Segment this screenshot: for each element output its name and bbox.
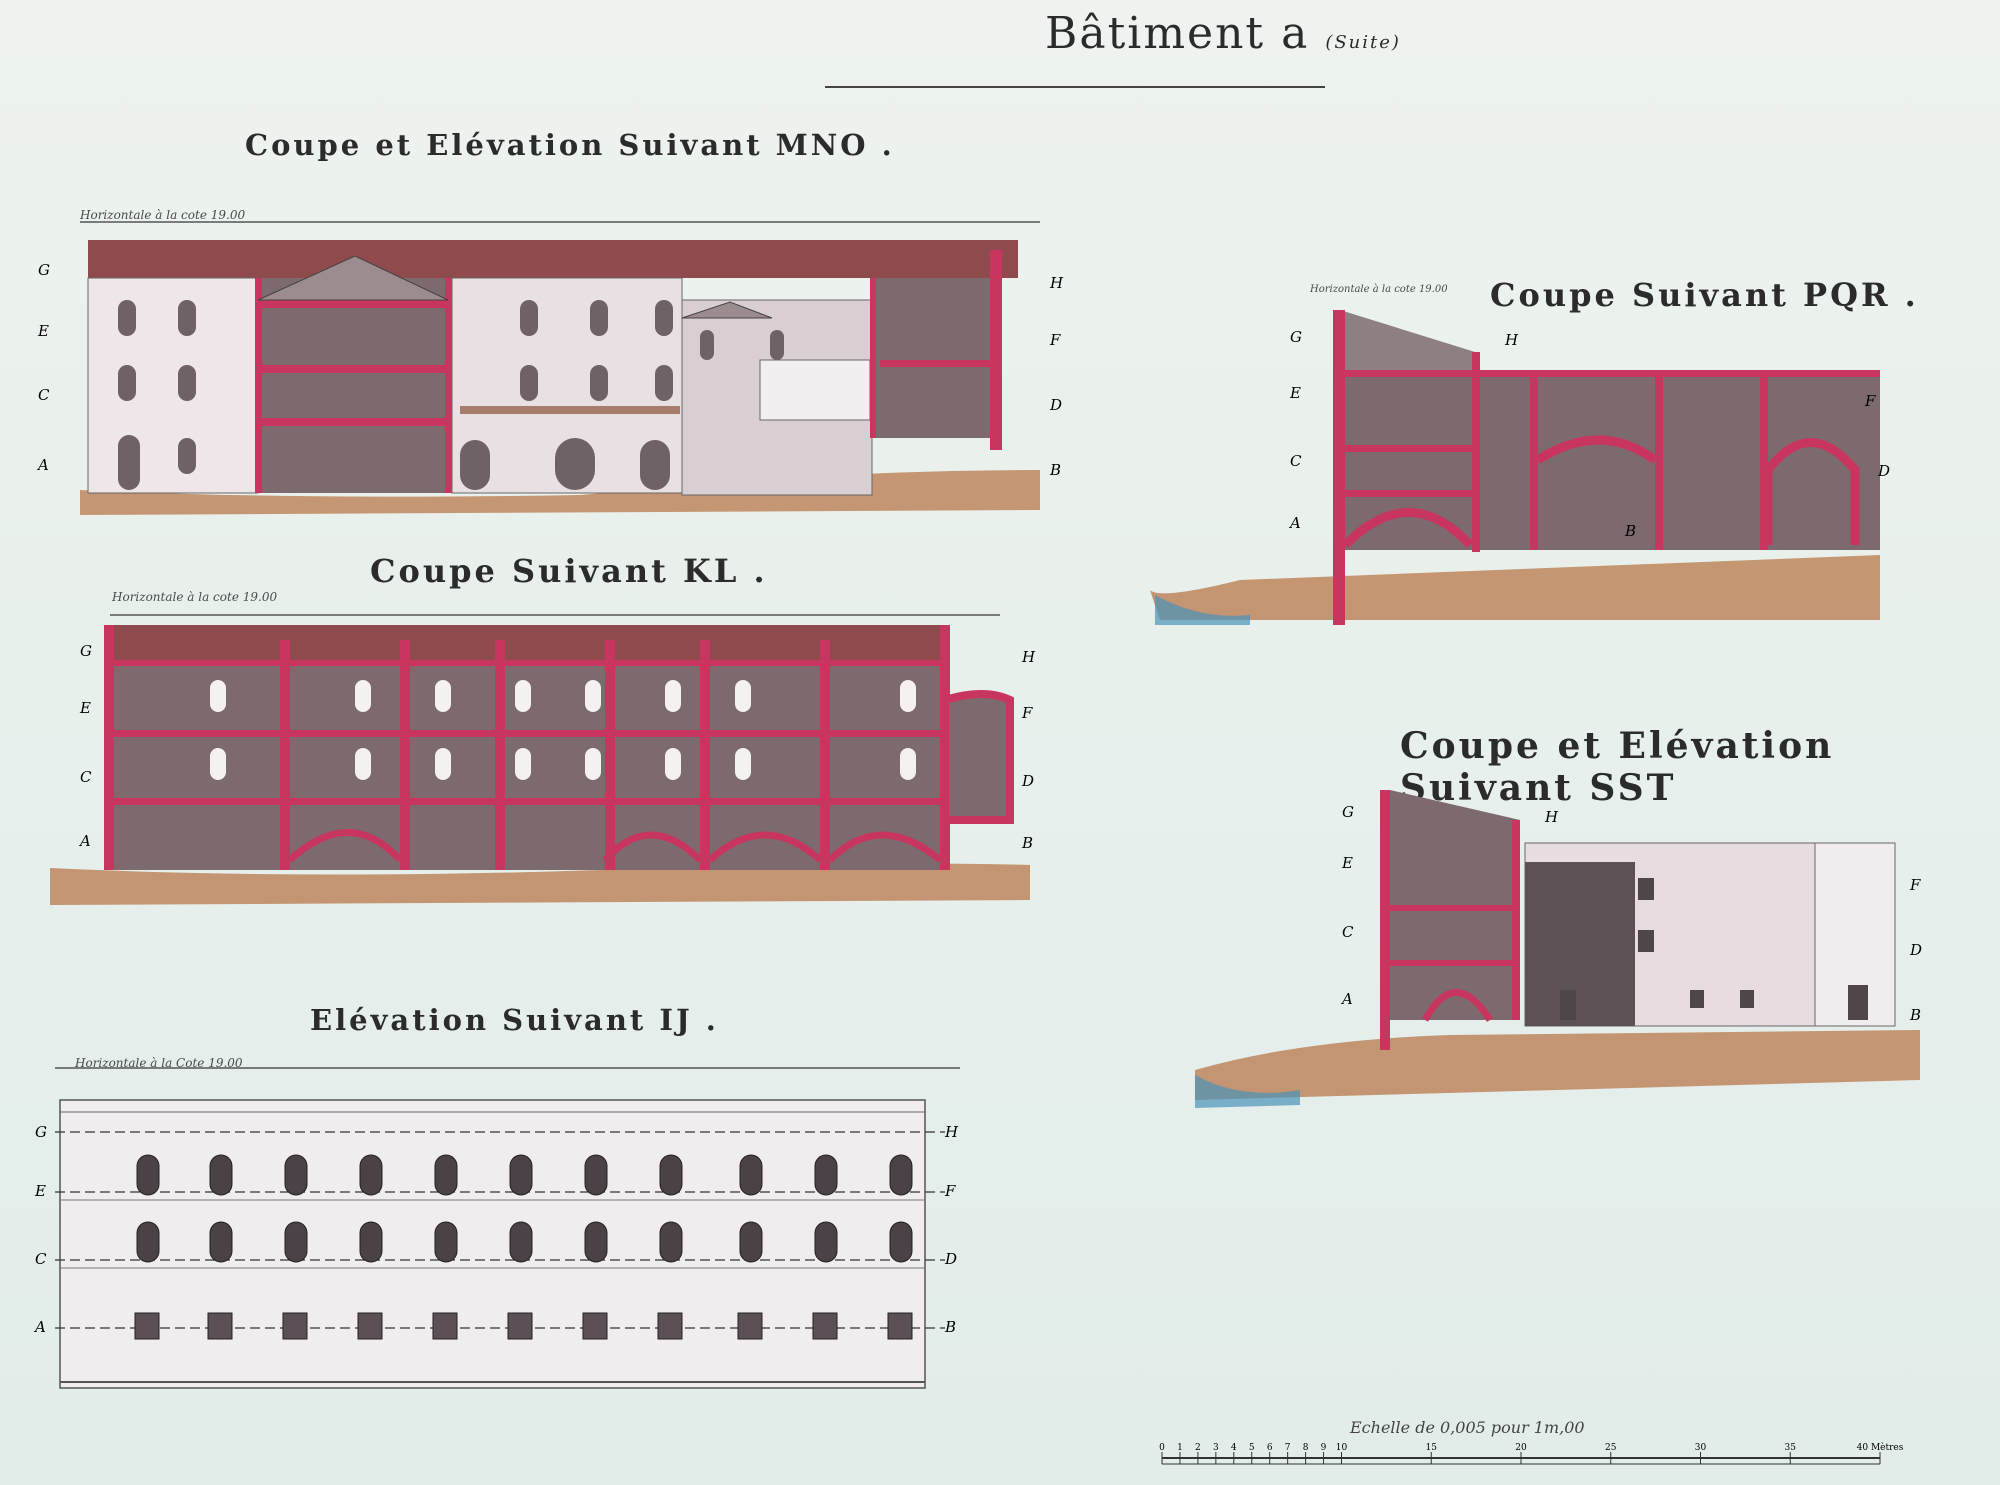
pqr-interior-cut <box>1340 370 1880 550</box>
drawing-title-suffix: (Suite) <box>1325 32 1401 53</box>
drawing-pqr: G E C A H F D B <box>1150 310 1890 625</box>
sst-level-left-g: G <box>1342 803 1354 821</box>
section-title-kl: Coupe Suivant KL . <box>370 552 768 590</box>
ij-level-left-e: E <box>34 1182 46 1200</box>
scale-tick-label: 10 <box>1336 1443 1348 1453</box>
sst-water <box>1195 1075 1300 1108</box>
mno-interior-cut <box>258 278 448 493</box>
scale-tick-label: 1 <box>1177 1443 1183 1453</box>
pqr-ground <box>1150 555 1880 620</box>
horizontale-label-ij: Horizontale à la Cote 19.00 <box>75 1056 243 1070</box>
ij-level-left-c: C <box>35 1250 47 1268</box>
sst-level-right-h: H <box>1544 808 1559 826</box>
mno-level-left-a: A <box>36 456 49 474</box>
scale-tick-label: 8 <box>1303 1443 1309 1453</box>
horizontale-label-pqr: Horizontale à la cote 19.00 <box>1310 284 1448 295</box>
pqr-level-right-d: D <box>1877 462 1890 480</box>
scale-bar: 0 1 2 3 4 5 6 7 8 9 10 15 20 25 30 35 40 Mètres <box>1159 1442 1904 1465</box>
drawing-sst: G E C A H F D B <box>1195 790 1922 1108</box>
ij-level-right-d: D <box>944 1250 957 1268</box>
pqr-water <box>1155 595 1250 625</box>
kl-level-left-a: A <box>78 832 91 850</box>
section-title-sst: Coupe et Elévation Suivant SST <box>1400 725 1835 809</box>
kl-level-right-d: D <box>1021 772 1034 790</box>
pqr-level-left-e: E <box>1289 384 1301 402</box>
scale-tick-label: 40 Mètres <box>1857 1442 1904 1453</box>
ij-level-left-g: G <box>35 1123 47 1141</box>
scale-tick-label: 25 <box>1605 1443 1617 1453</box>
mno-level-right-b: B <box>1049 461 1061 479</box>
sst-level-left-c: C <box>1342 923 1354 941</box>
ij-facade <box>59 1099 926 1389</box>
scale-tick-label: 5 <box>1249 1443 1255 1453</box>
scale-tick-label: 20 <box>1515 1443 1527 1453</box>
kl-level-right-h: H <box>1021 648 1036 666</box>
scale-tick-label: 0 <box>1159 1443 1165 1453</box>
mno-level-right-h: H <box>1049 274 1064 292</box>
drawing-kl: G E C A H F D B <box>50 614 1036 905</box>
scale-tick-label: 6 <box>1267 1443 1273 1453</box>
horizontale-label-mno: Horizontale à la cote 19.00 <box>80 208 246 222</box>
pqr-level-right-h: H <box>1504 331 1519 349</box>
pqr-level-left-c: C <box>1290 452 1302 470</box>
pqr-level-right-b: B <box>1624 522 1636 540</box>
horizontale-label-kl: Horizontale à la cote 19.00 <box>112 590 278 604</box>
scale-tick-label: 15 <box>1426 1443 1438 1453</box>
drawing-title-text: Bâtiment a <box>1045 8 1310 59</box>
pqr-level-right-f: F <box>1864 392 1876 410</box>
ij-level-right-b: B <box>944 1318 956 1336</box>
ij-level-left-a: A <box>33 1318 46 1336</box>
mno-roof <box>88 240 1018 278</box>
mno-level-left-c: C <box>38 386 50 404</box>
sst-level-right-f: F <box>1909 876 1921 894</box>
section-title-ij: Elévation Suivant IJ . <box>310 1003 719 1037</box>
pqr-level-left-g: G <box>1290 328 1302 346</box>
sst-level-left-a: A <box>1340 990 1353 1008</box>
scale-tick-label: 9 <box>1321 1443 1327 1453</box>
section-title-mno: Coupe et Elévation Suivant MNO . <box>245 128 895 162</box>
kl-annex <box>941 690 1014 824</box>
kl-level-left-g: G <box>80 642 92 660</box>
sst-level-right-d: D <box>1909 941 1922 959</box>
sst-level-left-e: E <box>1341 854 1353 872</box>
title-underline <box>825 86 1325 88</box>
ij-level-right-f: F <box>944 1182 956 1200</box>
scale-tick-label: 2 <box>1195 1443 1201 1453</box>
ij-level-right-h: H <box>944 1123 959 1141</box>
scale-tick-label: 35 <box>1785 1443 1797 1453</box>
mno-end-cut <box>872 278 992 438</box>
drawing-mno: G E C A H F D B <box>36 221 1064 515</box>
mno-level-right-d: D <box>1049 396 1062 414</box>
sst-level-right-b: B <box>1909 1006 1921 1024</box>
drawing-ij: G E C A H F D B <box>33 1067 960 1389</box>
kl-ground <box>50 863 1030 905</box>
kl-level-right-f: F <box>1021 704 1033 722</box>
kl-level-left-c: C <box>80 768 92 786</box>
pqr-level-left-a: A <box>1288 514 1301 532</box>
sst-ground <box>1195 1030 1920 1100</box>
scale-tick-label: 4 <box>1231 1443 1237 1453</box>
mno-level-right-f: F <box>1049 331 1061 349</box>
kl-roof <box>108 625 948 663</box>
scale-tick-label: 30 <box>1695 1443 1707 1453</box>
section-title-pqr: Coupe Suivant PQR . <box>1490 276 1919 314</box>
kl-level-right-b: B <box>1021 834 1033 852</box>
mno-level-left-g: G <box>38 261 50 279</box>
mno-level-left-e: E <box>37 322 49 340</box>
drawing-title: Bâtiment a (Suite) <box>1045 8 1401 59</box>
kl-level-left-e: E <box>79 699 91 717</box>
scale-tick-label: 7 <box>1285 1443 1291 1453</box>
scale-tick-label: 3 <box>1213 1443 1219 1453</box>
scale-title: Echelle de 0,005 pour 1m,00 <box>1350 1418 1585 1437</box>
